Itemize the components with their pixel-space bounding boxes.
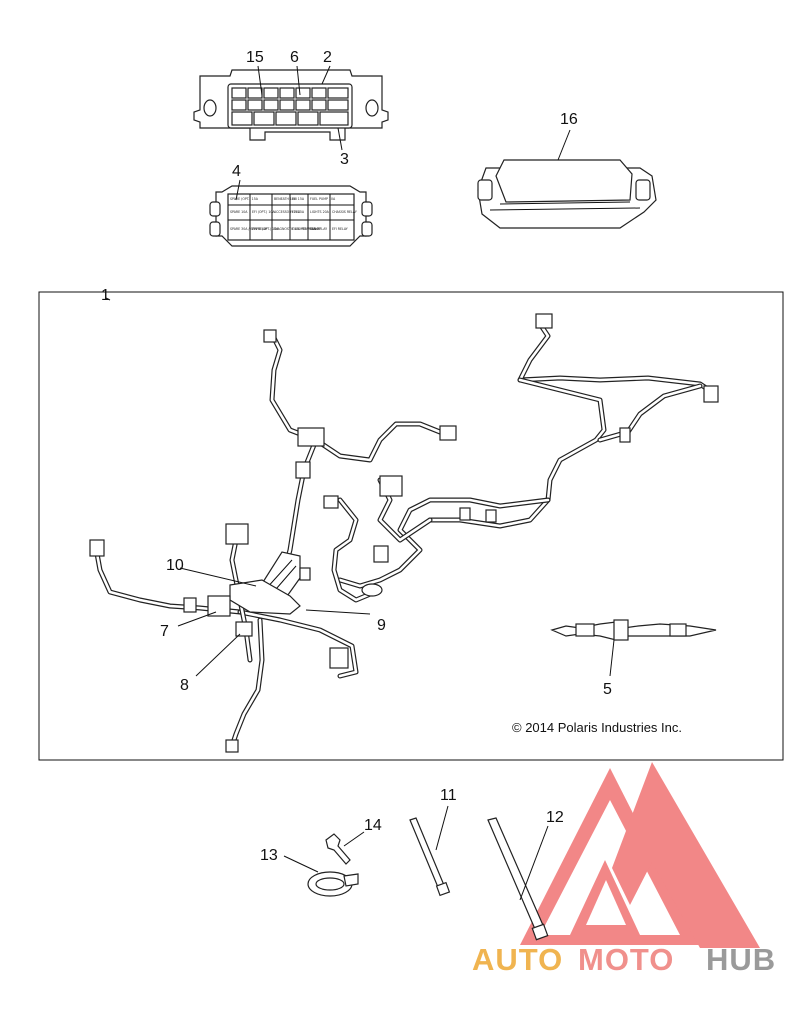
fuse-cells xyxy=(231,87,349,126)
fuse-label-r1c1: SPARE (OPT.) 15A xyxy=(230,197,259,201)
fuse-cover-icon xyxy=(477,129,657,229)
logo-text-moto: MOTO xyxy=(578,942,674,977)
callout-15: 15 xyxy=(246,49,264,66)
callout-14: 14 xyxy=(364,817,382,834)
callout-2: 2 xyxy=(323,49,332,66)
fuse-box-icon xyxy=(193,65,389,151)
cable-tie-large-icon xyxy=(487,817,549,941)
callout-5: 5 xyxy=(603,681,612,698)
callout-4: 4 xyxy=(232,163,241,180)
callout-7: 7 xyxy=(160,623,169,640)
watermark-logo: AUTO MOTO HUB xyxy=(472,762,776,977)
fuse-label-r3c5: FAN RELAY xyxy=(310,227,327,231)
fuse-label-r1c3: EFI 15A xyxy=(292,197,305,201)
wire-harness-icon xyxy=(89,313,719,753)
callout-1: 1 xyxy=(101,287,110,304)
callout-3: 3 xyxy=(340,151,349,168)
logo-text-hub: HUB xyxy=(706,942,776,977)
fuse-label-r3c2: EFI RELAY xyxy=(252,227,268,231)
callout-8: 8 xyxy=(180,677,189,694)
fuse-label-r2c6: CHASSIS RELAY xyxy=(332,210,357,214)
fuse-label-r3c6: EFI RELAY xyxy=(332,227,348,231)
fuse-label-r3c1: SPARE 30A / SPARE (OPT.) 15A xyxy=(230,227,279,231)
callout-11: 11 xyxy=(440,787,457,804)
callout-12: 12 xyxy=(546,809,564,826)
bolt-icon xyxy=(325,831,365,865)
fuse-label-r3c3: DIAGNOSTIC LIGHTS RELAY xyxy=(274,227,318,231)
fuse-label-r2c5: LIGHTS 20A xyxy=(310,210,330,214)
callout-9: 9 xyxy=(377,617,386,634)
fuse-label-r2c1: SPARE 10A xyxy=(230,210,248,214)
fuse-label-r1c2: BENEATH 10A xyxy=(274,197,297,201)
cable-tie-icon xyxy=(409,805,451,897)
fuse-label-r2c3: ACCESSORY 20A xyxy=(274,210,301,214)
fuse-label-icon: SPARE (OPT.) 15A BENEATH 10A EFI 15A FUE… xyxy=(209,179,373,247)
p-clamp-icon xyxy=(283,855,359,897)
logo-text-auto: AUTO xyxy=(472,942,563,977)
callout-13: 13 xyxy=(260,847,278,864)
fuse-label-r3c4: FUEL PUMP RELAY xyxy=(292,227,321,231)
callout-6: 6 xyxy=(290,49,299,66)
fuse-label-r1c4: FUEL PUMP 10A xyxy=(310,197,336,201)
callout-10: 10 xyxy=(166,557,184,574)
harness-frame xyxy=(38,291,784,761)
fuse-label-r2c2: EFI (OPT.) 10A xyxy=(252,210,275,214)
logo-triangle-icon xyxy=(520,762,760,948)
callout-16: 16 xyxy=(560,111,578,128)
fuse-label-r2c4: EFI 15A xyxy=(292,210,305,214)
diode-harness-icon xyxy=(550,619,717,677)
copyright-text: © 2014 Polaris Industries Inc. xyxy=(512,720,682,735)
